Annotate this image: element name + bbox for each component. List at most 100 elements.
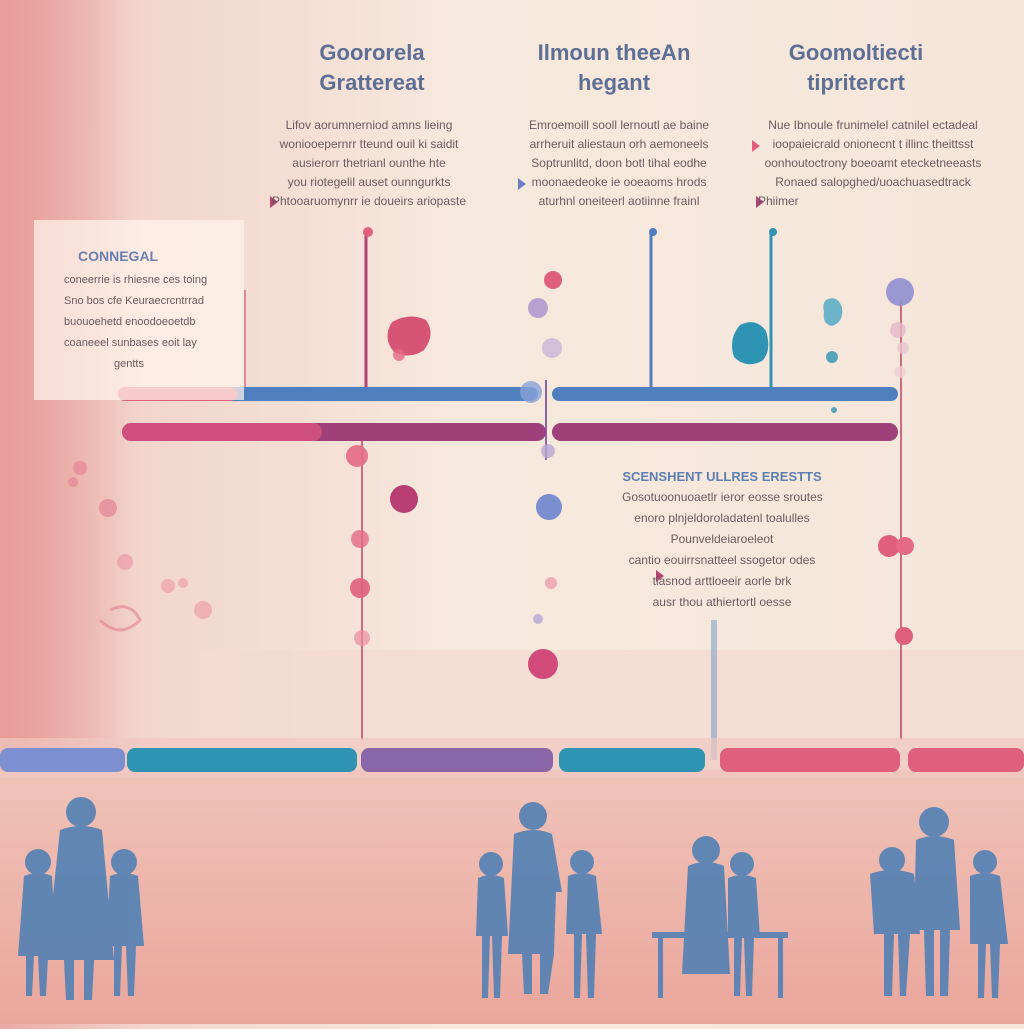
note-panel-title: CONNEGAL [78, 248, 159, 264]
note-panel-line-3: buouoehetd enoodoeoetdb [64, 316, 196, 328]
node-pink-3 [346, 445, 368, 467]
node-purple-1 [886, 278, 914, 306]
column-1-paragraph-line-2: woniooepernrr tteund ouil ki saidit [279, 137, 459, 151]
column-2-paragraph: Emroemoill sooll lernoutl ae baine arrhe… [504, 116, 734, 211]
note-panel-line-5: gentts [114, 358, 144, 370]
nodes [68, 271, 914, 679]
silhouette-group-table [652, 836, 788, 998]
note-panel-line-1: coneerrie is rhiesne ces toing [64, 274, 208, 286]
stem-2-cap [649, 228, 657, 236]
note-panel: CONNEGAL coneerrie is rhiesne ces toing … [34, 220, 244, 400]
node-pale-2 [897, 342, 909, 354]
upper-bar-joint [520, 381, 542, 403]
callout-line-6: ausr thou athiertortl oesse [652, 595, 792, 609]
bullet-2 [518, 178, 526, 190]
silhouette-group-left [18, 797, 144, 1000]
callout-line-5: tiasnod arttloeeir aorle brk [652, 574, 792, 588]
swirl-left [98, 605, 142, 632]
node-left-4 [117, 554, 133, 570]
lower-seg-3 [361, 748, 553, 772]
node-left-1 [99, 499, 117, 517]
lower-seg-2 [127, 748, 357, 772]
column-3-heading-line-2: tipritercrt [807, 70, 905, 95]
lower-seg-1 [0, 748, 125, 772]
callout-line-4: cantio eouirrsnatteel ssogetor odes [628, 553, 816, 567]
column-3-heading: Goomoltiecti tipritercrt [746, 38, 966, 98]
blob-teal-1 [732, 322, 769, 365]
column-1-heading: Goororela Grattereat [262, 38, 482, 98]
column-3-paragraph-line-1: Nue Ibnoule frunimelel catnilel ectadeal [768, 118, 978, 132]
node-left-5 [161, 579, 175, 593]
silhouette-group-center [476, 802, 602, 998]
node-pink-4 [351, 530, 369, 548]
column-2-paragraph-line-3: Soptrunlitd, doon botl tihal eodhe [531, 156, 707, 170]
column-2-heading: Ilmoun theeAn hegant [504, 38, 724, 98]
blob-pink-1 [387, 316, 431, 356]
lower-seg-5 [720, 748, 900, 772]
node-left-3 [68, 477, 78, 487]
node-pale-1 [890, 322, 906, 338]
node-lilac-3 [541, 444, 555, 458]
node-pink-8 [878, 535, 900, 557]
node-teal-small [826, 351, 838, 363]
callout-line-3: Pounveldeiaroeleot [670, 532, 774, 546]
column-2-paragraph-line-4: moonaedeoke ie ooeaoms hrods [531, 175, 707, 189]
callout-title: SCENSHENT ULLRES ERESTTS [622, 469, 822, 484]
middle-bar-right [552, 423, 898, 441]
column-1-paragraph-line-3: ausierorr thetrianl ounthe hte [292, 156, 446, 170]
node-pink-5 [350, 578, 370, 598]
node-pink-9 [896, 537, 914, 555]
node-pink-2 [544, 271, 562, 289]
column-2-paragraph-line-1: Emroemoill sooll lernoutl ae baine [528, 118, 710, 132]
column-1-heading-line-1: Goororela [319, 40, 425, 65]
node-lilac-1 [528, 298, 548, 318]
node-left-2 [73, 461, 87, 475]
stem-3-cap [769, 228, 777, 236]
node-lilac-2 [542, 338, 562, 358]
column-2-paragraph-line-2: arrheruit aliestaun orh aemoneels [529, 137, 709, 151]
silhouette-group-right [870, 807, 1008, 998]
lower-timeline [0, 738, 1024, 778]
callout: SCENSHENT ULLRES ERESTTS Gosotuoonuoaetl… [622, 466, 823, 613]
blob-teal-2 [823, 298, 843, 326]
node-pale-3 [894, 366, 906, 378]
node-magenta-2 [528, 649, 558, 679]
bullet-1 [270, 196, 278, 208]
node-pink-10 [895, 627, 913, 645]
node-magenta-1 [390, 485, 418, 513]
column-3-paragraph: Nue Ibnoule frunimelel catnilel ectadeal… [758, 116, 988, 211]
node-pink-7 [545, 577, 557, 589]
column-3-paragraph-line-4: Ronaed salopghed/uoachuasedtrack [775, 175, 971, 189]
middle-timeline [122, 423, 898, 441]
note-panel-line-2: Sno bos cfe Keuraecrcntrrad [64, 295, 205, 307]
bullets [270, 140, 764, 582]
node-lilac-4 [533, 614, 543, 624]
column-2-heading-line-2: hegant [577, 70, 651, 95]
column-3-paragraph-line-3: oonhoutoctrony boeoamt etecketneeasts [764, 156, 982, 170]
column-1-paragraph: Lifov aorumnerniod amns lieing woniooepe… [254, 116, 484, 211]
column-1-heading-line-2: Grattereat [319, 70, 425, 95]
node-pink-6 [354, 630, 370, 646]
node-left-6 [194, 601, 212, 619]
upper-bar-right [552, 387, 898, 401]
column-3-paragraph-line-5: Phiimer [758, 194, 799, 208]
column-2-heading-line-1: Ilmoun theeAn [537, 40, 691, 65]
column-3-paragraph-line-2: ioopaieicrald onionecnt t illinc theitts… [772, 137, 974, 151]
node-teal-dot [831, 407, 837, 413]
bullet-5 [656, 570, 664, 582]
column-1-paragraph-line-5: Phtooaruomynrr ie doueirs ariopaste [271, 194, 467, 208]
middle-bar-left-pink [122, 423, 322, 441]
silhouettes [18, 797, 1008, 1000]
column-3-heading-line-1: Goomoltiecti [788, 40, 924, 65]
note-panel-line-4: coaneeel sunbases eoit lay [64, 337, 197, 349]
callout-line-1: Gosotuoonuoaetlr ieror eosse sroutes [622, 490, 823, 504]
callout-line-2: enoro plnjeldoroladatenl toalulles [634, 511, 810, 525]
node-left-7 [178, 578, 188, 588]
column-1-paragraph-line-1: Lifov aorumnerniod amns lieing [285, 118, 453, 132]
node-pink-small-1 [393, 349, 405, 361]
column-1-paragraph-line-4: you riotegelil auset ounngurkts [287, 175, 451, 189]
lower-seg-4 [559, 748, 705, 772]
vertical-stems [244, 227, 902, 760]
